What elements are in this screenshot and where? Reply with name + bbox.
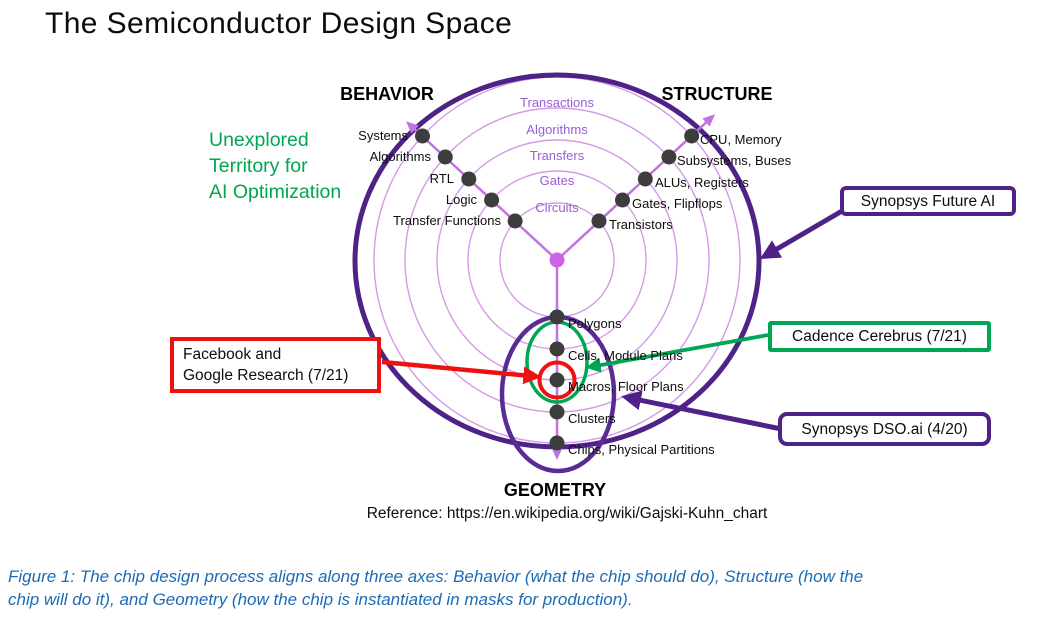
dot-cpu-memory bbox=[684, 128, 700, 144]
unexplored-territory-note: Unexplored Territory for AI Optimization bbox=[209, 129, 342, 203]
center-origin-dot bbox=[549, 252, 565, 268]
dot-transfer-functions bbox=[507, 213, 523, 229]
level-label-transfer-functions: Transfer Functions bbox=[393, 213, 501, 228]
dot-chips bbox=[549, 435, 565, 451]
dot-logic bbox=[484, 192, 500, 208]
dso-arrow bbox=[621, 390, 780, 431]
fb-google-arrow bbox=[381, 359, 542, 385]
ring-label-transactions: Transactions bbox=[520, 95, 594, 110]
level-label-gates-flipflops: Gates, Flipflops bbox=[632, 196, 723, 211]
page-title: The Semiconductor Design Space bbox=[45, 7, 513, 40]
callout-cadence-cerebrus: Cadence Cerebrus (7/21) bbox=[768, 321, 991, 352]
dot-gates-flipflops bbox=[615, 192, 630, 208]
behavior-axis-line bbox=[405, 121, 558, 261]
callout-facebook-google: Facebook and Google Research (7/21) bbox=[170, 337, 381, 393]
dot-subsystems bbox=[661, 149, 677, 165]
dot-rtl bbox=[461, 171, 477, 187]
dot-polygons bbox=[549, 309, 565, 325]
dot-cells bbox=[549, 341, 565, 357]
level-label-polygons: Polygons bbox=[568, 316, 622, 331]
level-label-algorithms: Algorithms bbox=[369, 149, 431, 164]
figure-caption: Figure 1: The chip design process aligns… bbox=[8, 567, 864, 609]
dot-macros bbox=[549, 372, 565, 388]
structure-axis-title: STRUCTURE bbox=[661, 84, 773, 104]
callout-synopsys-dso-ai: Synopsys DSO.ai (4/20) bbox=[778, 412, 991, 446]
future-ai-arrow bbox=[759, 208, 844, 260]
level-label-macros-floor-plans: Macros, Floor Plans bbox=[568, 379, 684, 394]
reference-text: Reference: https://en.wikipedia.org/wiki… bbox=[366, 505, 768, 522]
level-label-transistors: Transistors bbox=[609, 217, 673, 232]
level-label-subsystems-buses: Subsystems, Buses bbox=[677, 153, 792, 168]
dot-alus bbox=[637, 171, 653, 187]
level-label-rtl: RTL bbox=[429, 171, 454, 186]
callout-synopsys-future-ai: Synopsys Future AI bbox=[840, 186, 1016, 216]
level-label-cpu-memory: CPU, Memory bbox=[700, 132, 782, 147]
cerebrus-arrow bbox=[585, 333, 769, 373]
behavior-axis-title: BEHAVIOR bbox=[340, 84, 434, 104]
geometry-axis-title: GEOMETRY bbox=[503, 480, 607, 500]
dot-systems bbox=[415, 128, 430, 144]
dot-transistors bbox=[591, 213, 607, 229]
ring-label-gates: Gates bbox=[539, 173, 575, 188]
ring-label-circuits: Circuits bbox=[535, 200, 579, 215]
level-label-chips-partitions: Chips, Physical Partitions bbox=[568, 442, 715, 457]
ring-label-algorithms: Algorithms bbox=[526, 122, 588, 137]
level-dots bbox=[415, 128, 700, 451]
ring-label-transfers: Transfers bbox=[529, 148, 585, 163]
level-label-logic: Logic bbox=[445, 192, 477, 207]
level-label-alus-registers: ALUs, Registers bbox=[655, 175, 749, 190]
level-label-cells-module-plans: Cells, Module Plans bbox=[568, 348, 683, 363]
dot-clusters bbox=[549, 404, 565, 420]
level-label-systems: Systems bbox=[358, 128, 408, 143]
dot-algorithms-b bbox=[437, 149, 453, 165]
level-label-clusters: Clusters bbox=[568, 411, 616, 426]
